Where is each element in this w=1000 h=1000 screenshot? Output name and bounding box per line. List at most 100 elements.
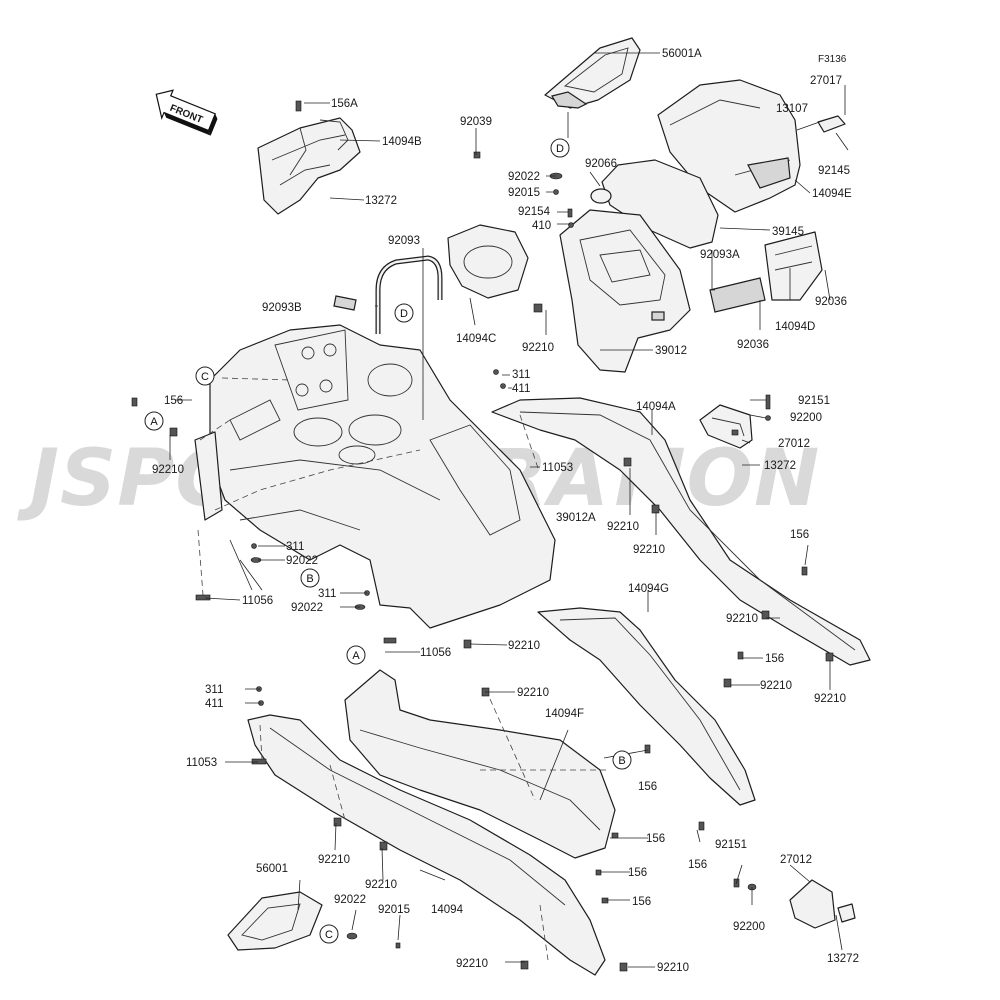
svg-text:D: D [400, 308, 408, 320]
strip-92093B [333, 295, 357, 311]
label-92015-b: 92015 [378, 904, 410, 916]
ref-callout-B-mid: B [300, 568, 320, 588]
label-39145: 39145 [772, 226, 804, 238]
label-14094D: 14094D [775, 321, 815, 333]
cover-14094B [257, 117, 361, 215]
label-410: 410 [532, 220, 551, 232]
label-39012: 39012 [655, 345, 687, 357]
label-92210-l: 92210 [456, 958, 488, 970]
label-92154: 92154 [518, 206, 551, 218]
label-92210-h: 92210 [760, 680, 792, 692]
label-39012A: 39012A [556, 512, 596, 524]
label-92145: 92145 [818, 165, 850, 177]
label-92210-e: 92210 [508, 640, 540, 652]
bracket-27012-top [699, 404, 753, 449]
svg-text:C: C [201, 371, 209, 383]
label-411: 411 [512, 383, 530, 395]
label-311-c: 311 [318, 588, 336, 600]
label-156-f: 156 [628, 867, 647, 879]
label-156-d: 156 [638, 781, 657, 793]
ref-callout-B-low: B [612, 750, 632, 770]
label-92200-b: 92200 [733, 921, 765, 933]
label-92022-d: 92022 [334, 894, 366, 906]
ref-callout-A-low: A [346, 645, 366, 665]
front-arrow-icon: FRONT [155, 89, 218, 136]
label-92210-mid2: 92210 [633, 544, 665, 556]
pad-92093A [709, 277, 766, 313]
cover-14094D [764, 231, 823, 301]
label-92066: 92066 [585, 158, 617, 170]
label-11053: 11053 [542, 462, 573, 474]
label-92210-i: 92210 [517, 687, 549, 699]
handle-92093 [375, 255, 443, 334]
panel-14094A [491, 397, 871, 666]
label-92093A: 92093A [700, 249, 740, 261]
svg-text:A: A [150, 416, 158, 428]
label-92036: 92036 [737, 339, 769, 351]
label-92210-g: 92210 [814, 693, 846, 705]
label-92093: 92093 [388, 235, 420, 247]
body-39012A [209, 324, 556, 629]
glovebox-39012 [559, 209, 691, 373]
ref-callout-C-top: C [195, 366, 215, 386]
label-27012-b: 27012 [780, 854, 812, 866]
label-92022-c: 92022 [291, 602, 323, 614]
label-411-b: 411 [205, 698, 223, 710]
ref-callout-A-top: A [144, 411, 164, 431]
bracket-27012-bottom [789, 879, 856, 929]
label-92210-m: 92210 [657, 962, 689, 974]
label-13272-right: 13272 [764, 460, 796, 472]
mirror-56001 [227, 891, 323, 951]
label-92022-b: 92022 [286, 555, 318, 567]
label-14094C: 14094C [456, 333, 496, 345]
label-156-b: 156 [790, 529, 809, 541]
label-56001: 56001 [256, 863, 288, 875]
label-92200: 92200 [790, 412, 822, 424]
svg-text:B: B [306, 573, 313, 585]
label-13272-b: 13272 [827, 953, 859, 965]
label-14094F: 14094F [545, 708, 584, 720]
label-156A: 156A [331, 98, 358, 110]
label-92039: 92039 [460, 116, 492, 128]
label-311-d: 311 [205, 684, 223, 696]
ref-callout-D-mid: D [394, 303, 414, 323]
ref-line [480, 414, 610, 801]
label-14094: 14094 [431, 904, 464, 916]
label-92151-b: 92151 [715, 839, 747, 851]
label-11053-b: 11053 [186, 757, 217, 769]
label-92022: 92022 [508, 171, 540, 183]
label-92210-f: 92210 [726, 613, 758, 625]
figure-code: F3136 [818, 54, 847, 65]
label-11056: 11056 [242, 595, 273, 607]
label-14094B: 14094B [382, 136, 422, 148]
label-156-g: 156 [632, 896, 651, 908]
label-92093B: 92093B [262, 302, 302, 314]
ref-line [259, 724, 549, 961]
side-part-11056 [194, 431, 223, 521]
svg-text:B: B [618, 755, 625, 767]
ref-line [197, 377, 421, 596]
label-11056-b: 11056 [420, 647, 451, 659]
panel-14094 [247, 714, 606, 976]
label-92210-left: 92210 [152, 464, 184, 476]
label-92015: 92015 [508, 187, 540, 199]
mirror-56001A [544, 37, 641, 109]
label-92036-right: 92036 [815, 296, 847, 308]
label-13107: 13107 [776, 103, 808, 115]
label-92210-j: 92210 [318, 854, 350, 866]
ref-callout-D-top: D [550, 138, 570, 158]
label-92210-k: 92210 [365, 879, 397, 891]
label-56001A: 56001A [662, 48, 702, 60]
label-311-b: 311 [286, 541, 304, 553]
panel-14094G [537, 607, 756, 806]
svg-text:C: C [325, 929, 333, 941]
label-92210: 92210 [522, 342, 554, 354]
label-14094G: 14094G [628, 583, 669, 595]
label-14094E: 14094E [812, 188, 852, 200]
label-27012: 27012 [778, 438, 810, 450]
ref-callout-C-low: C [319, 924, 339, 944]
svg-text:D: D [556, 143, 564, 155]
part-labels: F3136 56001A 156A 14094B 13272 92039 920… [152, 48, 859, 974]
